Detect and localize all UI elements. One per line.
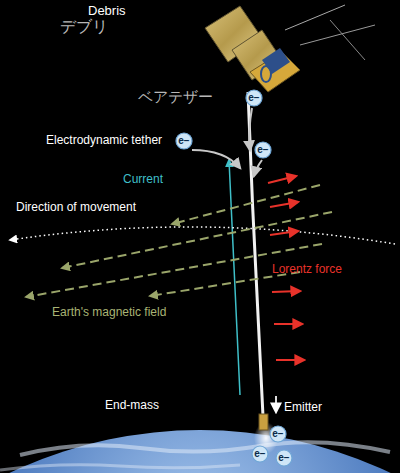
electron-circle: e− xyxy=(269,425,287,443)
part-label: Debris xyxy=(88,3,126,19)
electron-circle: e− xyxy=(251,445,269,463)
cloud xyxy=(0,465,240,470)
electron-circle-outline xyxy=(176,133,192,149)
electron-circle-outline xyxy=(276,450,292,466)
part-label: Electrodynamic tether xyxy=(46,133,162,147)
electron-arrows xyxy=(192,108,262,176)
end-mass xyxy=(259,414,268,430)
electron-circle-outline xyxy=(255,142,271,158)
electron-label: e− xyxy=(269,425,287,443)
electron-circle-outline xyxy=(246,90,262,106)
electron-circle: e− xyxy=(275,449,293,467)
earth xyxy=(0,430,400,473)
cloud xyxy=(20,442,390,455)
electron-label: e− xyxy=(275,449,293,467)
electron-circle: e− xyxy=(254,141,272,159)
arrow-label: Earth's magnetic field xyxy=(52,305,166,319)
current-arrow xyxy=(229,160,240,395)
part-label: デブリ xyxy=(60,17,108,36)
electron-circle-outline xyxy=(252,446,268,462)
electron-label: e− xyxy=(245,89,263,107)
electron-circle: e− xyxy=(175,132,193,150)
part-label: Emitter xyxy=(284,400,322,414)
electron-label: e− xyxy=(175,132,193,150)
arrow-label: Lorentz force xyxy=(272,262,342,276)
electron-label: e− xyxy=(254,141,272,159)
part-label: End-mass xyxy=(105,398,159,412)
electron-label: e− xyxy=(251,445,269,463)
arrow-label: Current xyxy=(123,172,163,186)
electron-circle: e− xyxy=(245,89,263,107)
part-label: ベアテザー xyxy=(138,88,213,106)
electron-circle-outline xyxy=(270,426,286,442)
movement-arrow xyxy=(10,227,395,244)
emitter-arrow xyxy=(275,396,277,412)
arrow-label: Direction of movement xyxy=(16,200,136,214)
debris-satellite xyxy=(205,5,375,92)
